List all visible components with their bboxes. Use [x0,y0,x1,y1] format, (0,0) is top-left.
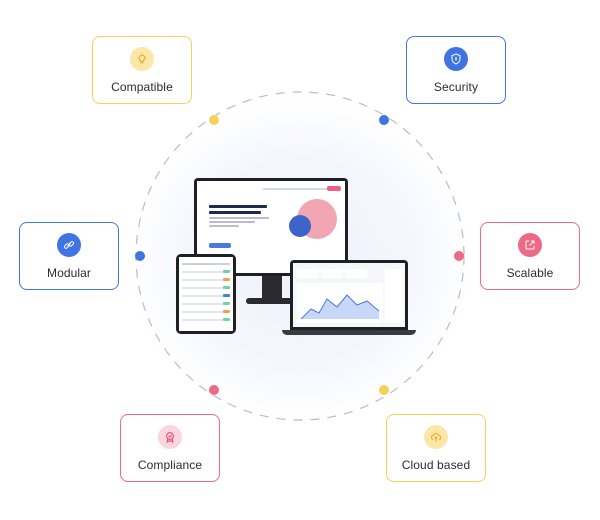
monitor-stand-base [246,298,298,304]
shield-icon [444,46,468,71]
orbit-dot-blue [135,251,145,261]
screen-hero-button [209,243,231,248]
monitor-stand [262,276,282,298]
feature-card-compatible: Compatible [92,36,192,104]
laptop-side-panel [385,269,403,323]
feature-label: Modular [46,265,92,280]
feature-label: Cloud based [401,457,471,472]
badge-check-icon [158,424,182,449]
screen-hero-image-accent [289,215,311,237]
cloud-upload-icon [424,424,448,449]
feature-card-modular: Modular [19,222,119,290]
laptop-device [290,260,408,330]
laptop-base [282,330,416,335]
tablet-screen [179,257,233,331]
lightbulb-icon [130,46,154,71]
feature-label: Security [433,79,479,94]
screen-hero-text [209,205,271,229]
orbit-dot-yellow [209,115,219,125]
feature-label: Compatible [111,79,173,94]
feature-card-security: Security [406,36,506,104]
screen-nav-button [327,186,341,191]
orbit-dot-blue [379,115,389,125]
feature-label: Scalable [506,265,554,280]
monitor-screen [197,181,345,273]
screen-nav [263,188,333,190]
expand-arrow-icon [518,232,542,257]
orbit-dot-yellow [379,385,389,395]
devices-illustration [172,178,416,348]
feature-card-compliance: Compliance [120,414,220,482]
orbit-dot-pink [209,385,219,395]
laptop-chart-panel [297,283,383,323]
orbit-dot-pink [454,251,464,261]
laptop-screen [293,263,405,327]
area-chart-graphic [300,294,380,320]
feature-card-scalable: Scalable [480,222,580,290]
link-icon [57,232,81,257]
feature-card-cloud-based: Cloud based [386,414,486,482]
tablet-device [176,254,236,334]
feature-label: Compliance [137,457,203,472]
